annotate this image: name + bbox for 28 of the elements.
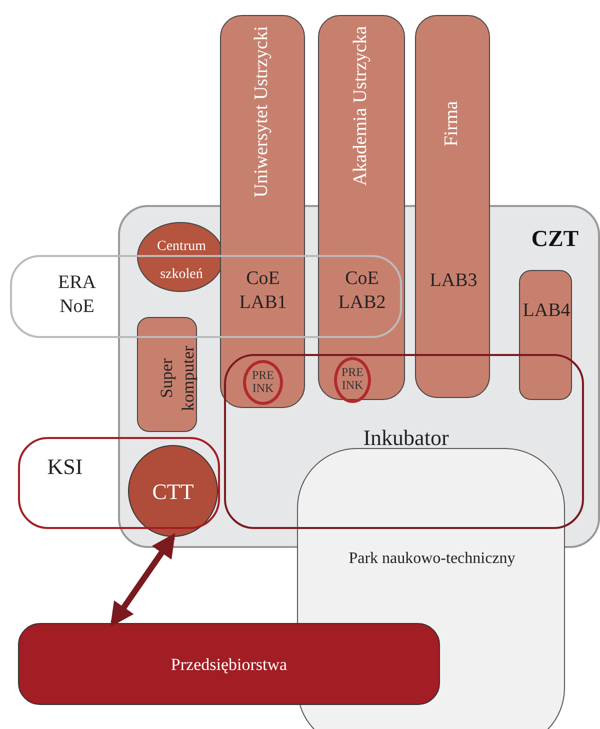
node-label: Super komputer: [156, 344, 198, 414]
column-title: Uniwersytet Ustrzycki: [250, 26, 274, 198]
node-label: LAB4: [522, 299, 572, 323]
column-box: [318, 15, 405, 400]
column-box: [415, 15, 490, 398]
banner-label: Przedsiębiorstwa: [170, 654, 288, 676]
column-box: [220, 15, 305, 408]
ring-node: [334, 357, 371, 403]
banner-box: [18, 623, 440, 705]
column-label: LAB3: [428, 269, 478, 293]
ring-label: PRE INK: [250, 369, 275, 394]
outline-label: ERA NoE: [57, 271, 97, 318]
double-arrow: [110, 533, 176, 627]
outline-label: Inkubator: [362, 424, 450, 452]
column-title: Akademia Ustrzycka: [349, 26, 372, 186]
panel-label: Park naukowo-techniczny: [348, 549, 516, 569]
ring-node: [243, 360, 283, 405]
ring-label: PRE INK: [340, 366, 364, 392]
panel-heading: CZT: [530, 225, 580, 253]
incubator-outline: [224, 354, 584, 529]
lab-label: CoE LAB2: [337, 267, 387, 314]
node-label: CTT: [151, 478, 195, 506]
server-box: [137, 317, 197, 432]
outline-label: KSI: [46, 453, 84, 480]
lab-label: CoE LAB1: [238, 267, 288, 314]
node-label: Centrum szkoleń: [156, 238, 207, 284]
lab-box: [519, 270, 572, 400]
column-title: Firma: [440, 101, 464, 146]
